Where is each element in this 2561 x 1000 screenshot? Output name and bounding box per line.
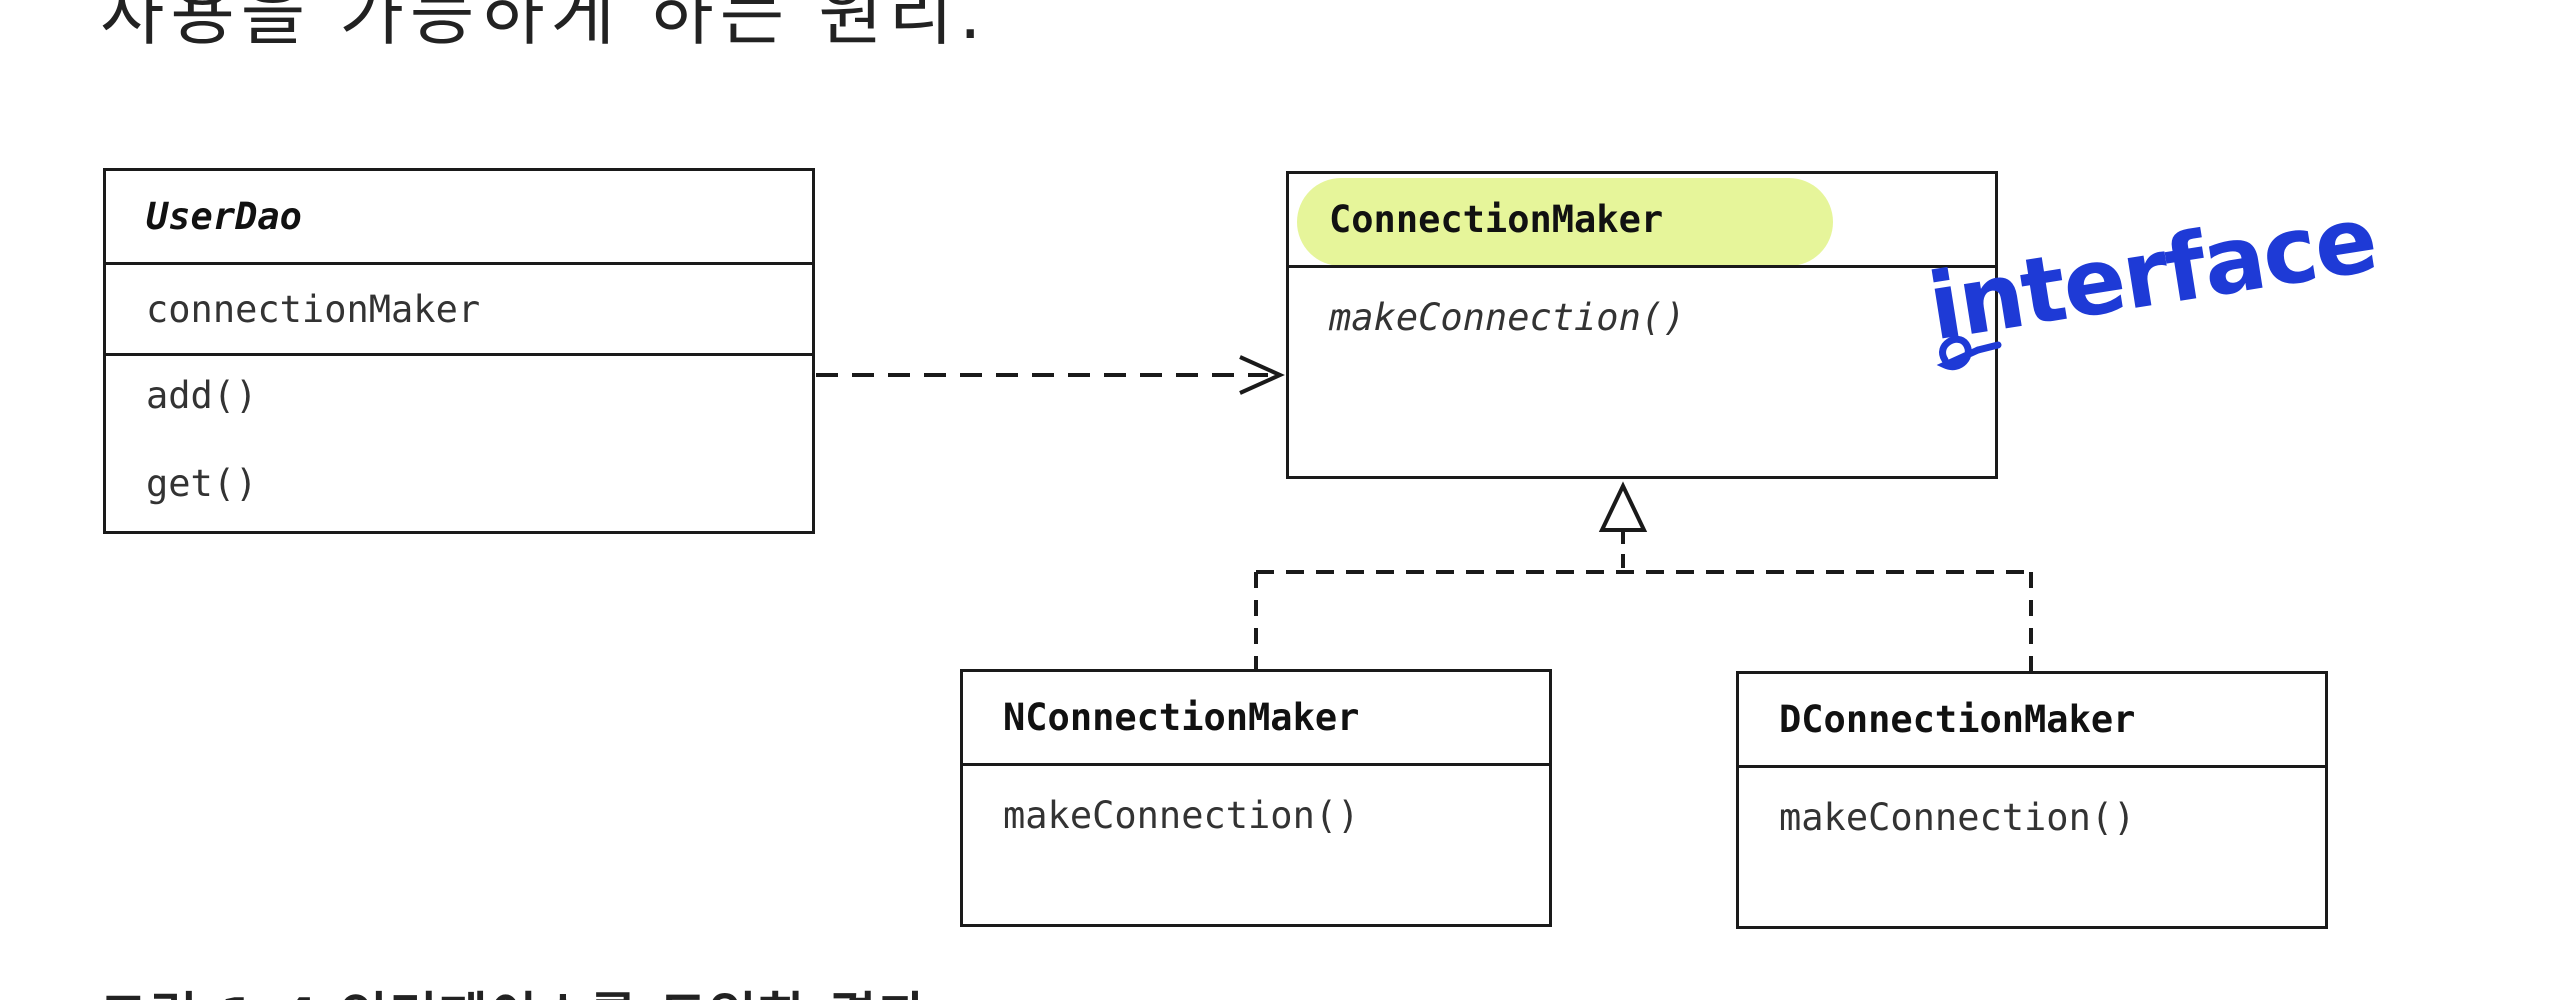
methods-compartment: makeConnection() (1289, 265, 1995, 479)
open-arrowhead (1239, 355, 1285, 395)
method-get: get() (146, 462, 258, 505)
methods-compartment: makeConnection() (963, 763, 1549, 927)
class-name-compartment: NConnectionMaker (963, 672, 1549, 763)
class-name-userdao: UserDao (146, 195, 302, 238)
method-makeconnection: makeConnection() (1329, 296, 1686, 339)
class-name-compartment: ConnectionMaker (1289, 174, 1995, 266)
method-makeconnection: makeConnection() (1003, 794, 1360, 837)
method-makeconnection: makeConnection() (1779, 796, 2136, 839)
methods-compartment: makeConnection() (1739, 765, 2325, 929)
class-name-compartment: DConnectionMaker (1739, 674, 2325, 765)
method-add: add() (146, 374, 258, 417)
class-box-userdao: UserDao connectionMaker add() get() (103, 168, 815, 534)
class-name-compartment: UserDao (106, 171, 812, 262)
field-connectionmaker: connectionMaker (146, 287, 481, 331)
highlighter-mark (1297, 178, 1833, 266)
realization-triangle (1598, 481, 1648, 532)
fields-compartment: connectionMaker (106, 262, 812, 353)
figure-caption: 그림 1-4 인터페이스를 도입한 결과 (100, 975, 928, 1000)
class-box-nconnectionmaker: NConnectionMaker makeConnection() (960, 669, 1552, 927)
class-name-dconnectionmaker: DConnectionMaker (1779, 698, 2136, 741)
top-paragraph-text: 사용을 가능하게 하는 원리. (100, 0, 988, 55)
class-name-connectionmaker: ConnectionMaker (1329, 198, 1664, 241)
methods-compartment: add() get() (106, 353, 812, 531)
class-name-nconnectionmaker: NConnectionMaker (1003, 696, 1360, 739)
class-box-connectionmaker: ConnectionMaker makeConnection() (1286, 171, 1998, 479)
class-box-dconnectionmaker: DConnectionMaker makeConnection() (1736, 671, 2328, 929)
